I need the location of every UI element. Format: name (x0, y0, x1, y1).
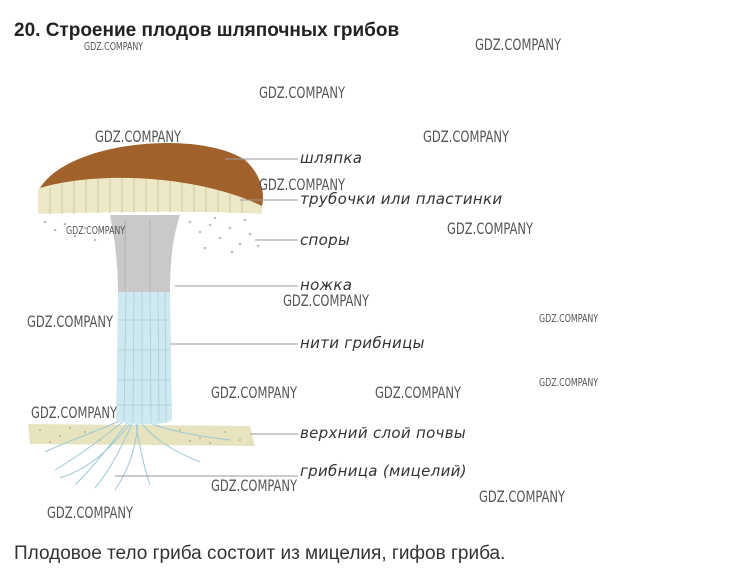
watermark: GDZ.COMPANY (539, 312, 599, 325)
watermark: GDZ.COMPANY (375, 383, 462, 402)
label-hyphae: нити грибницы (300, 334, 425, 352)
label-mycelium: грибница (мицелий) (300, 462, 467, 480)
watermark: GDZ.COMPANY (539, 376, 599, 389)
watermark: GDZ.COMPANY (47, 503, 134, 522)
watermark: GDZ.COMPANY (66, 224, 126, 237)
watermark: GDZ.COMPANY (211, 476, 298, 495)
watermark: GDZ.COMPANY (259, 175, 346, 194)
page-title: 20. Строение плодов шляпочных грибов (14, 20, 400, 41)
watermark: GDZ.COMPANY (479, 487, 566, 506)
watermark: GDZ.COMPANY (283, 291, 370, 310)
caption-text: Плодовое тело гриба состоит из мицелия, … (14, 543, 506, 564)
label-spores: споры (300, 231, 351, 249)
hyphae-stem (116, 290, 172, 425)
label-stem: ножка (300, 276, 353, 294)
watermark: GDZ.COMPANY (423, 127, 510, 146)
watermark: GDZ.COMPANY (447, 219, 534, 238)
watermark: GDZ.COMPANY (84, 40, 144, 53)
mushroom-cap (40, 143, 264, 206)
watermark: GDZ.COMPANY (211, 383, 298, 402)
soil-layer (28, 424, 255, 446)
leader-lines (115, 158, 298, 477)
watermark: GDZ.COMPANY (475, 35, 562, 54)
label-soil: верхний слой почвы (300, 424, 466, 442)
watermark: GDZ.COMPANY (27, 312, 114, 331)
label-cap: шляпка (300, 149, 363, 167)
watermark: GDZ.COMPANY (31, 403, 118, 422)
mushroom-diagram (28, 143, 298, 491)
label-tubes: трубочки или пластинки (300, 190, 503, 208)
spores (43, 216, 260, 254)
stem (110, 215, 180, 292)
watermark: GDZ.COMPANY (95, 127, 182, 146)
watermark: GDZ.COMPANY (259, 83, 346, 102)
